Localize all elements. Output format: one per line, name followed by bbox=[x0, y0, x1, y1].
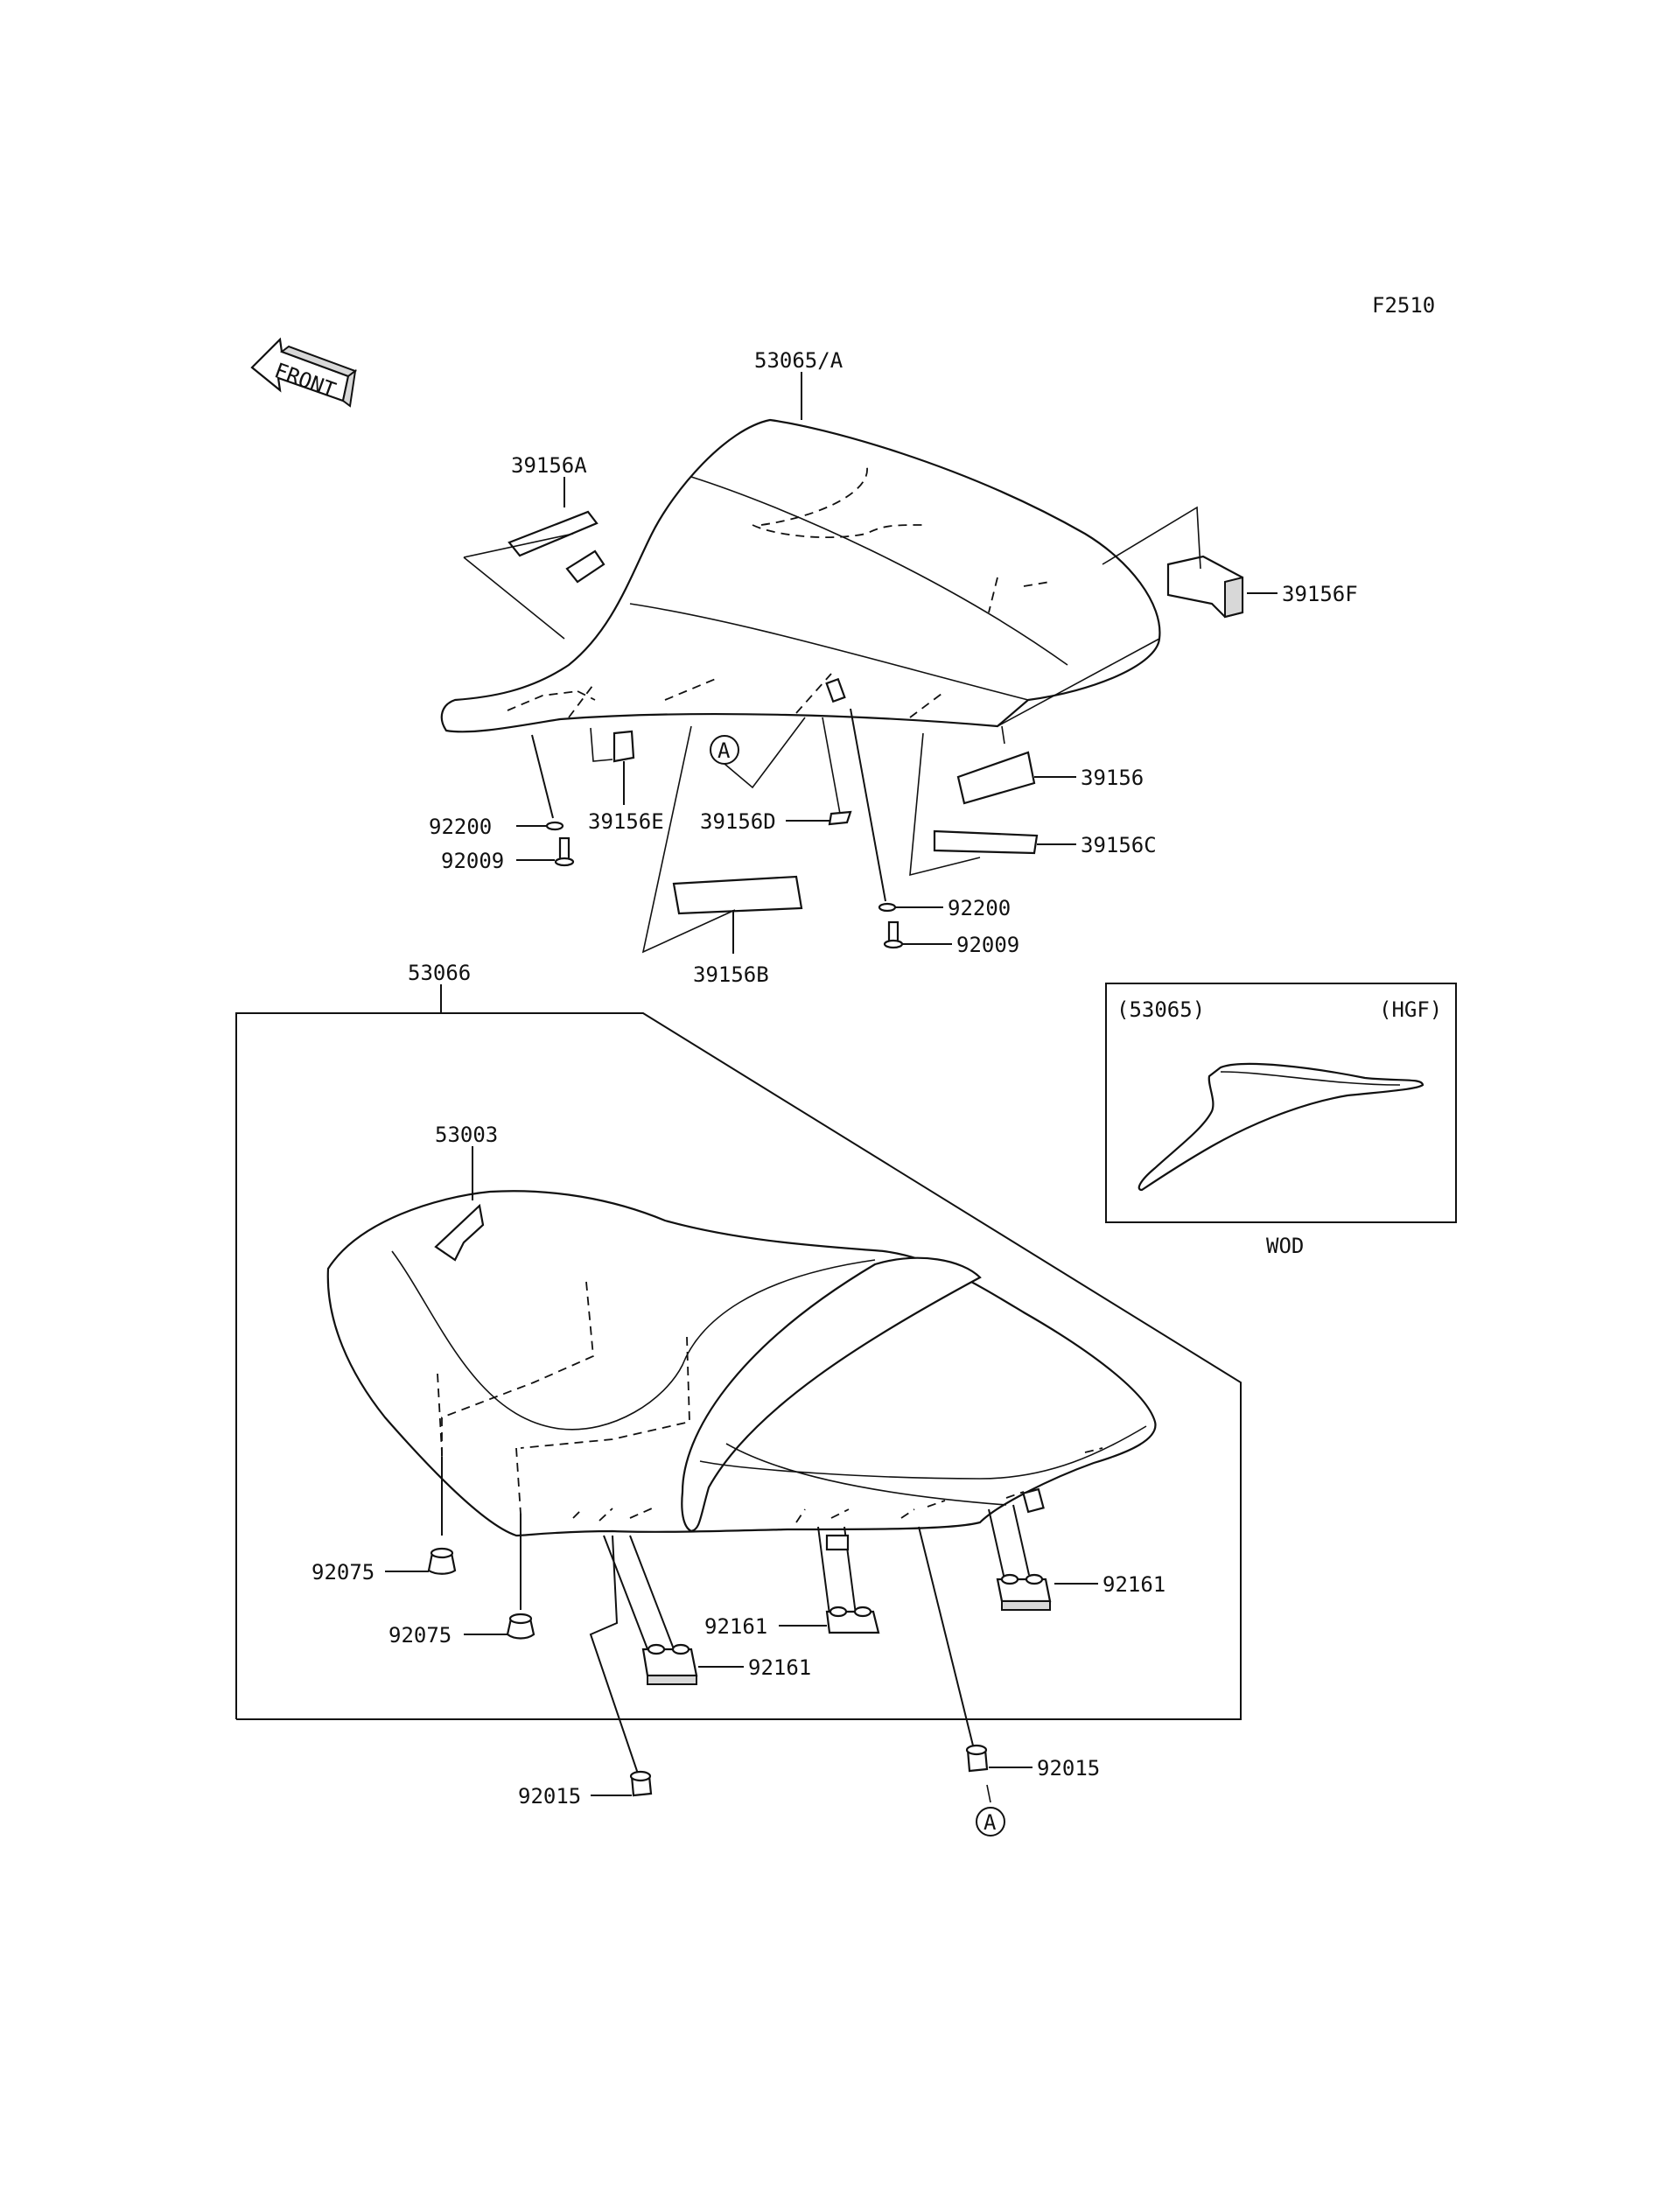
label-53066: 53066 bbox=[408, 961, 471, 985]
label-39156D: 39156D bbox=[700, 809, 776, 834]
ref-marker-upper: A bbox=[718, 738, 731, 763]
variant-inset: (53065) (HGF) WOD bbox=[1105, 983, 1457, 1258]
label-92161-b: 92161 bbox=[704, 1614, 767, 1639]
label-92009-right: 92009 bbox=[956, 933, 1019, 957]
label-92161-a: 92161 bbox=[748, 1655, 811, 1680]
label-39156F: 39156F bbox=[1282, 582, 1358, 606]
label-53065A: 53065/A bbox=[754, 348, 844, 373]
inset-caption: WOD bbox=[1266, 1234, 1304, 1258]
pillion-seat-drawing: 39156A 53065/A 39156F 39156 39156C 39156… bbox=[429, 348, 1358, 987]
label-39156A: 39156A bbox=[511, 453, 587, 478]
label-39156B: 39156B bbox=[693, 962, 769, 987]
label-53003: 53003 bbox=[435, 1123, 498, 1147]
label-92200-left: 92200 bbox=[429, 815, 492, 839]
label-92200-right: 92200 bbox=[948, 896, 1011, 920]
label-39156: 39156 bbox=[1081, 766, 1144, 790]
label-92075-b: 92075 bbox=[388, 1623, 452, 1648]
ref-marker-lower: A bbox=[984, 1810, 997, 1835]
label-92161-c: 92161 bbox=[1102, 1572, 1166, 1597]
label-92015-a: 92015 bbox=[518, 1784, 581, 1809]
label-92015-b: 92015 bbox=[1037, 1756, 1100, 1781]
label-39156E: 39156E bbox=[588, 809, 664, 834]
inset-variant-label: (HGF) bbox=[1379, 997, 1442, 1022]
figure-code: F2510 bbox=[1372, 293, 1435, 318]
label-39156C: 39156C bbox=[1081, 833, 1157, 857]
rider-seat-drawing: 53066 53003 92075 92075 bbox=[235, 961, 1242, 1837]
inset-part-label: (53065) bbox=[1116, 997, 1205, 1022]
label-92075-a: 92075 bbox=[312, 1560, 374, 1585]
front-arrow-icon: FRONT bbox=[250, 337, 358, 408]
label-92009-left: 92009 bbox=[441, 849, 504, 873]
